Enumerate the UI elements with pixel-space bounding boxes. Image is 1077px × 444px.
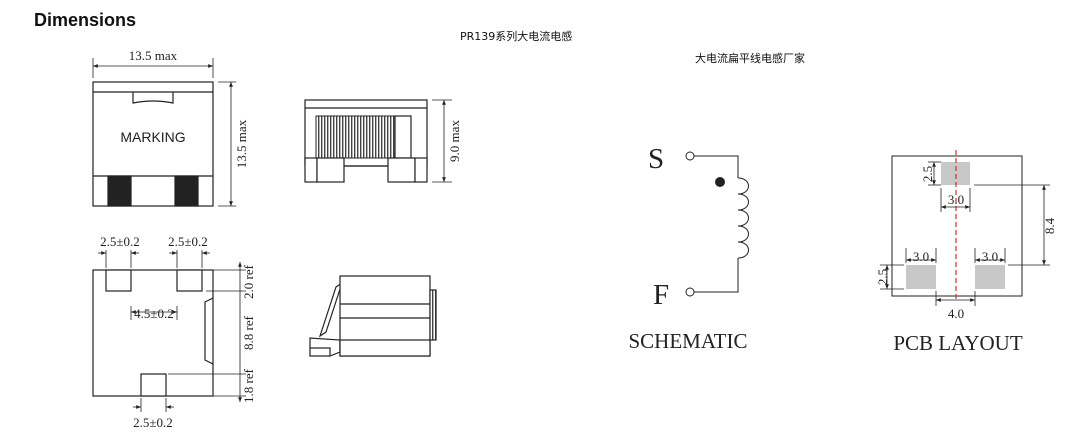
pcb-pad-right [975, 265, 1005, 289]
terminal-f-icon [685, 287, 695, 297]
top-width-label: 13.5 max [129, 48, 178, 63]
pcb-layout-drawing [880, 150, 1050, 306]
height-top-label: 2.0 ref [241, 264, 256, 299]
height-mid-label: 8.8 ref [241, 315, 256, 350]
top-height-label: 13.5 max [234, 119, 249, 168]
pcb-pad-w-top-label: 3.0 [948, 192, 964, 207]
pcb-pad-h-bottom-label: 2.5 [875, 269, 890, 285]
terminal-s-icon [685, 151, 695, 161]
pad-right-label: 2.5±0.2 [168, 234, 208, 249]
schematic-drawing [685, 151, 749, 297]
finish-terminal-label: F [653, 279, 669, 311]
pcb-span-label: 8.4 [1042, 217, 1057, 234]
pad-gap-label: 4.5±0.2 [134, 306, 174, 321]
pcb-gap-label: 4.0 [948, 306, 964, 321]
side-height-label: 9.0 max [447, 120, 462, 162]
polarity-dot-icon [715, 177, 725, 187]
start-terminal-label: S [648, 143, 664, 175]
marking-label: MARKING [120, 129, 185, 145]
schematic-label: SCHEMATIC [628, 329, 747, 353]
section-title: Dimensions [34, 10, 137, 30]
pad-bottom-label: 2.5±0.2 [133, 415, 173, 430]
pcb-pad-top [941, 162, 970, 185]
maker-caption: 大电流扁平线电感厂家 [695, 52, 805, 65]
pcb-layout-label: PCB LAYOUT [893, 331, 1023, 355]
top-view [92, 58, 236, 207]
pcb-pad-w-left-label: 3.0 [913, 249, 929, 264]
bottom-view [92, 250, 246, 412]
pcb-pad-w-right-label: 3.0 [982, 249, 998, 264]
side-view [304, 99, 452, 183]
pcb-pad-left [906, 265, 936, 289]
series-caption: PR139系列大电流电感 [460, 30, 573, 43]
pcb-pad-h-top-label: 2.5 [920, 166, 935, 182]
pad-left-label: 2.5±0.2 [100, 234, 140, 249]
height-bot-label: 1.8 ref [241, 368, 256, 403]
iso-view [309, 275, 437, 357]
